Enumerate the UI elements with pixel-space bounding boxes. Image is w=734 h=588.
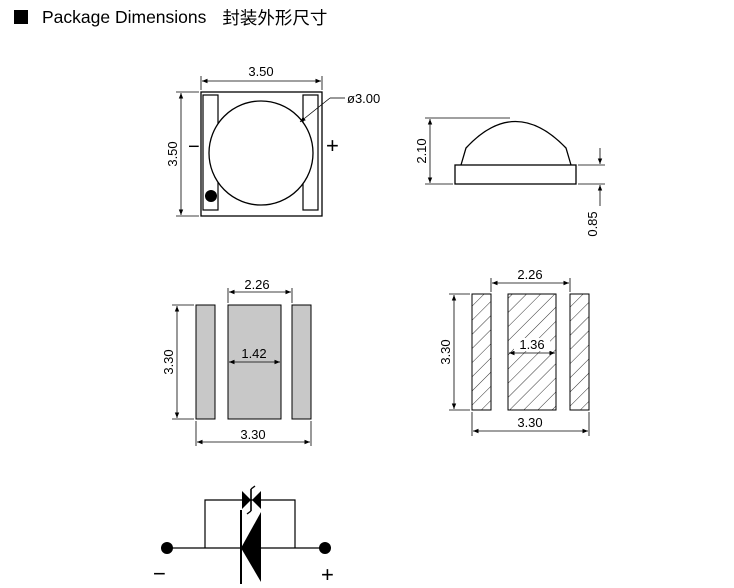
footprint-pad-left [471, 293, 492, 411]
polarity-dot-icon [205, 190, 217, 202]
footprint-overall-width-label: 3.30 [517, 415, 542, 430]
schematic-symbol: − + [153, 485, 334, 587]
lens-circle [208, 100, 314, 206]
pad-height-label: 3.30 [161, 349, 176, 374]
schematic-plus-sign: + [321, 562, 334, 587]
footprint-center-width-label: 2.26 [517, 267, 542, 282]
top-view-minus-sign: − [188, 136, 200, 158]
package-outline [200, 91, 323, 217]
top-view-width-label: 3.50 [248, 64, 273, 79]
pad-layout: 2.26 1.42 3.30 3.30 [161, 277, 312, 446]
side-view-base [454, 164, 577, 185]
section-title-cn: 封装外形尺寸 [222, 7, 328, 28]
footprint-pad-center [507, 293, 557, 411]
footprint-pad-right [569, 293, 590, 411]
pad-center-width-label: 2.26 [244, 277, 269, 292]
schematic-minus-sign: − [153, 561, 166, 586]
side-view-dome [460, 120, 572, 166]
side-view: 2.10 0.85 [414, 117, 605, 237]
recommended-footprint: 2.26 1.36 3.30 3.30 [438, 267, 590, 436]
side-view-height-label: 2.10 [414, 138, 429, 163]
lens-diameter-label: ø3.00 [347, 91, 380, 106]
pad-width-label: 1.42 [241, 346, 266, 361]
pad-left [195, 304, 216, 420]
top-view-plus-sign: + [326, 133, 339, 158]
side-view-base-label: 0.85 [585, 211, 600, 236]
footprint-height-label: 3.30 [438, 339, 453, 364]
section-header: Package Dimensions 封装外形尺寸 [14, 3, 327, 31]
footprint-pad-width-label: 1.36 [519, 337, 544, 352]
top-view: 3.50 3.50 ø3.00 − + [165, 64, 380, 217]
top-view-height-label: 3.50 [165, 141, 180, 166]
pad-right [291, 304, 312, 420]
led-diode-icon [241, 512, 261, 582]
square-bullet-icon [14, 10, 28, 24]
zener-diode-icon [242, 491, 251, 509]
pad-overall-width-label: 3.30 [240, 427, 265, 442]
section-title: Package Dimensions [42, 6, 207, 27]
